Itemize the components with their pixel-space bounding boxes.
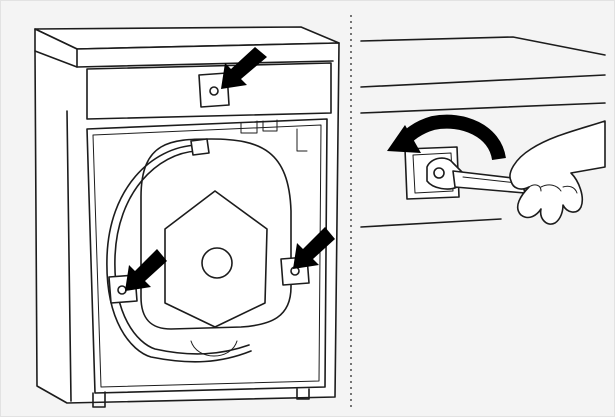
arrow-icon	[293, 227, 335, 269]
bracket-1	[240, 120, 258, 134]
arrow-icon	[125, 249, 167, 291]
detail-bolt-recess	[412, 152, 454, 194]
foot-left	[92, 391, 106, 408]
shipping-bolt-top	[198, 72, 230, 108]
bracket-3	[296, 128, 308, 152]
finger-line-3	[562, 185, 578, 194]
detail-panel-top	[360, 74, 606, 88]
foot-right	[296, 388, 310, 400]
detail-top-edge	[360, 36, 606, 56]
arrow-icon	[221, 47, 267, 89]
drum-hub	[201, 247, 233, 279]
hose-clamp	[190, 138, 210, 156]
lower-hose-bend	[190, 340, 238, 357]
wrench-removal-detail	[360, 36, 606, 228]
rotate-counterclockwise-icon	[387, 114, 506, 161]
finger-line-1	[540, 184, 562, 192]
washer-rear-view	[34, 26, 340, 408]
finger-line-2	[528, 184, 542, 192]
detail-panel-bottom	[360, 102, 606, 114]
rear-panel-inner	[92, 124, 322, 388]
rear-panel	[86, 118, 328, 394]
wrench-icon	[426, 157, 526, 194]
drain-hose	[106, 144, 252, 363]
bracket-2	[262, 119, 278, 132]
cabinet-side-depth	[66, 110, 72, 402]
hand-icon	[509, 120, 606, 225]
detail-lower-edge	[360, 218, 502, 228]
washer-side-edge	[34, 50, 78, 68]
drain-hose-inner	[114, 150, 250, 355]
